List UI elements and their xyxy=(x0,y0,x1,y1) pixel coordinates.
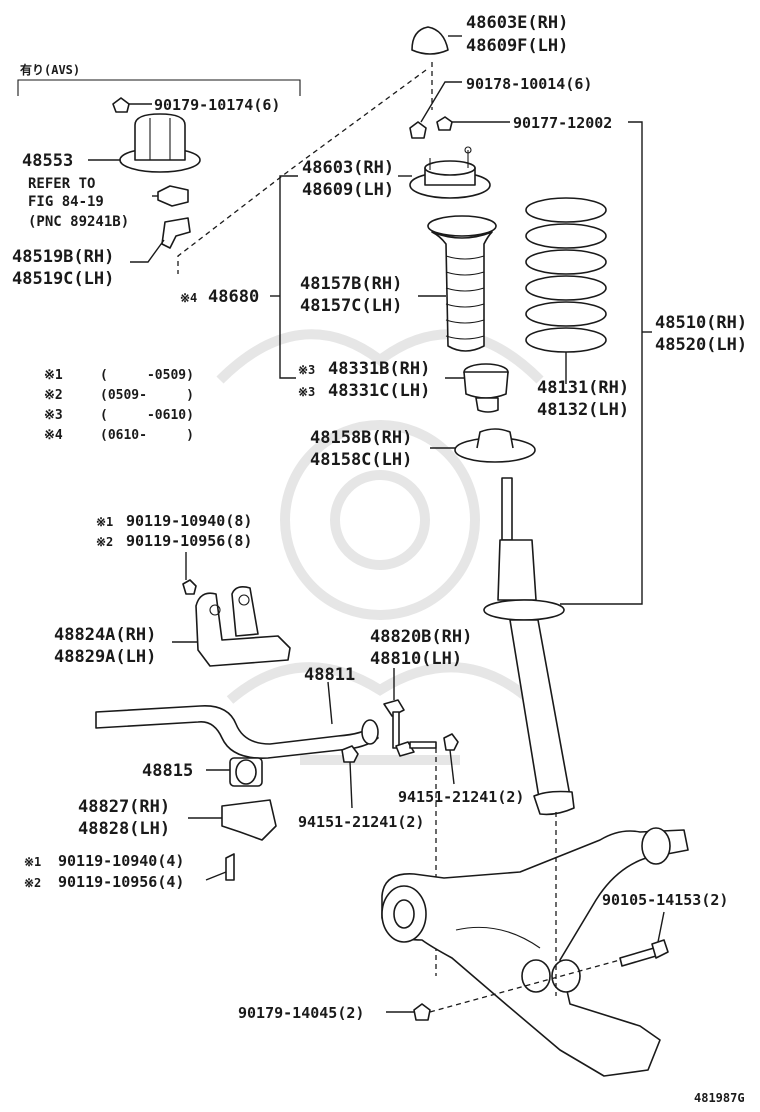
label-48132-lh: 48132(LH) xyxy=(537,400,629,420)
avs-group xyxy=(17,79,301,263)
label-90119-10956-4-mark: ※2 xyxy=(24,876,41,890)
label-94151-lower: 94151-21241(2) xyxy=(298,813,424,831)
label-90178: 90178-10014(6) xyxy=(466,75,592,93)
label-48603-rh: 48603(RH) xyxy=(302,158,394,178)
label-48331c-mark: ※3 xyxy=(298,385,315,399)
label-refer-3: (PNC 89241B) xyxy=(28,214,129,230)
bump-stop-drawing xyxy=(463,363,509,413)
label-48510-rh: 48510(RH) xyxy=(655,313,747,333)
label-48609-lh: 48609(LH) xyxy=(302,180,394,200)
label-48815: 48815 xyxy=(142,761,193,781)
figure-id: 481987G xyxy=(694,1091,745,1105)
label-48157c-lh: 48157C(LH) xyxy=(300,296,402,316)
label-48331b-rh: 48331B(RH) xyxy=(328,359,430,379)
label-48131-rh: 48131(RH) xyxy=(537,378,629,398)
label-90119-10940-8: 90119-10940(8) xyxy=(126,512,252,530)
label-48828-lh: 48828(LH) xyxy=(78,819,170,839)
label-48553: 48553 xyxy=(22,151,73,171)
avs-connector-drawing xyxy=(157,185,189,207)
lower-arm-drawing xyxy=(381,827,689,1077)
label-90179-14045: 90179-14045(2) xyxy=(238,1004,364,1022)
watermark-emblem xyxy=(216,329,544,765)
legend-mark-3: ※3 xyxy=(44,408,63,423)
spring-seat-drawing xyxy=(454,428,536,463)
label-90119-10956-4: 90119-10956(4) xyxy=(58,873,184,891)
mount-cap-drawing xyxy=(411,26,449,55)
label-90105: 90105-14153(2) xyxy=(602,891,728,909)
legend-range-2: (0509- ) xyxy=(100,388,194,403)
strut-upper-parts xyxy=(398,26,536,463)
stabilizer-link-drawing xyxy=(341,699,459,763)
upper-support-drawing xyxy=(409,146,491,199)
label-refer-1: REFER TO xyxy=(28,176,95,192)
label-48820b-rh: 48820B(RH) xyxy=(370,627,472,647)
label-48810-lh: 48810(LH) xyxy=(370,649,462,669)
legend-mark-4: ※4 xyxy=(44,428,63,443)
dust-boot-drawing xyxy=(427,215,497,352)
label-94151-upper: 94151-21241(2) xyxy=(398,788,524,806)
label-avs-header: 有り(AVS) xyxy=(20,62,80,77)
label-90119-10940-4: 90119-10940(4) xyxy=(58,852,184,870)
assembly-bracket-48680 xyxy=(279,175,298,379)
label-48827-rh: 48827(RH) xyxy=(78,797,170,817)
label-48157b-rh: 48157B(RH) xyxy=(300,274,402,294)
label-48519b-rh: 48519B(RH) xyxy=(12,247,114,267)
label-48158b-rh: 48158B(RH) xyxy=(310,428,412,448)
label-90179-10174: 90179-10174(6) xyxy=(154,96,280,114)
label-48331b-mark: ※3 xyxy=(298,363,315,377)
label-48824a-rh: 48824A(RH) xyxy=(54,625,156,645)
strut-assembly-bracket xyxy=(560,121,643,605)
shock-absorber-drawing xyxy=(483,477,575,816)
label-48829a-lh: 48829A(LH) xyxy=(54,647,156,667)
legend-range-3: ( -0610) xyxy=(100,408,194,423)
label-48609f-lh: 48609F(LH) xyxy=(466,36,568,56)
label-90119-10940-4-mark: ※1 xyxy=(24,855,41,869)
label-48811: 48811 xyxy=(304,665,355,685)
nut-90179-14045-drawing xyxy=(413,1003,431,1021)
legend-range-1: ( -0509) xyxy=(100,368,194,383)
date-legend: ※1 ( -0509) ※2 (0509- ) ※3 ( -0610) ※4 (… xyxy=(44,368,194,443)
stabilizer-bracket-drawing xyxy=(182,579,291,667)
label-48520-lh: 48520(LH) xyxy=(655,335,747,355)
label-48519c-lh: 48519C(LH) xyxy=(12,269,114,289)
label-90119-10956-8-mark: ※2 xyxy=(96,535,113,549)
avs-bracket-drawing xyxy=(161,217,191,249)
avs-nut-drawing xyxy=(112,97,130,113)
label-90177: 90177-12002 xyxy=(513,114,612,132)
legend-mark-2: ※2 xyxy=(44,388,63,403)
label-48680-mark: ※4 xyxy=(180,291,197,305)
label-48158c-lh: 48158C(LH) xyxy=(310,450,412,470)
legend-mark-1: ※1 xyxy=(44,368,63,383)
label-refer-2: FIG 84-19 xyxy=(28,194,104,210)
label-48331c-lh: 48331C(LH) xyxy=(328,381,430,401)
label-48603e-rh: 48603E(RH) xyxy=(466,13,568,33)
bolt-90105-drawing xyxy=(619,947,657,967)
avs-actuator-drawing xyxy=(119,113,201,173)
stabilizer-drawing xyxy=(95,705,379,881)
legend-range-4: (0610- ) xyxy=(100,428,194,443)
label-90119-10956-8: 90119-10956(8) xyxy=(126,532,252,550)
coil-spring-drawing xyxy=(525,197,607,353)
label-48680: 48680 xyxy=(208,287,259,307)
label-90119-10940-8-mark: ※1 xyxy=(96,515,113,529)
